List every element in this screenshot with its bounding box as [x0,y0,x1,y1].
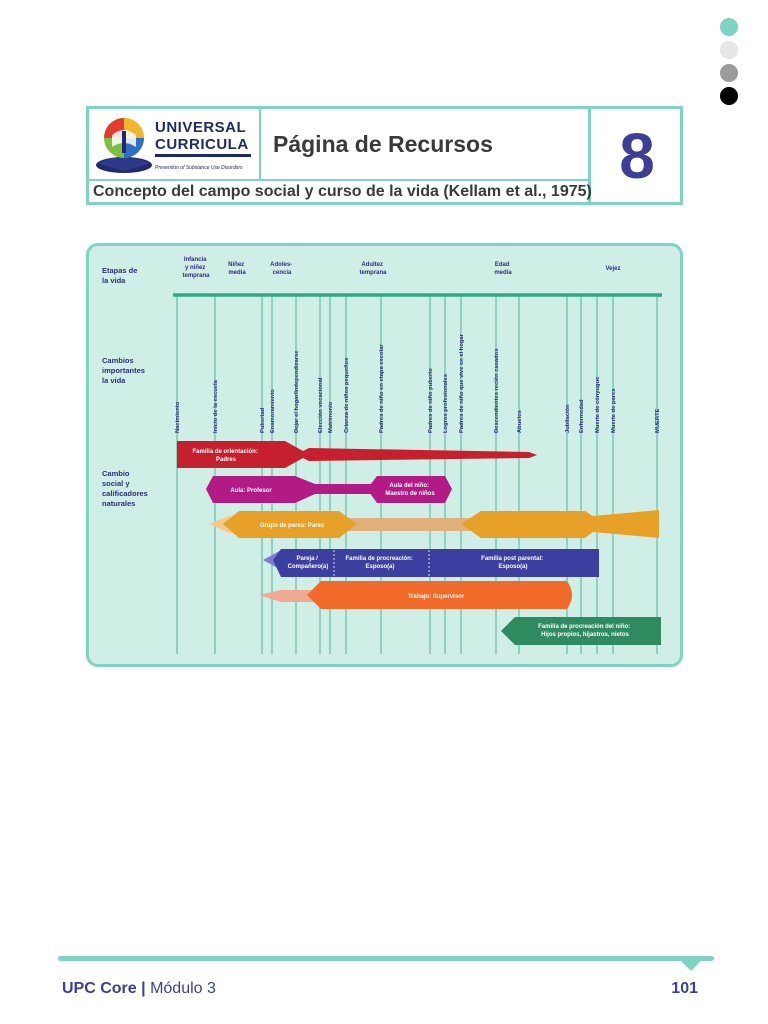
resource-number: 8 [619,120,655,192]
page-number: 101 [671,980,698,997]
page-title: Página de Recursos [273,131,493,157]
nav-dot [720,41,738,59]
logo-wordmark-bottom: CURRICULA [155,136,249,153]
universal-curricula-logo: UNIVERSAL CURRICULA Prevention of Substa… [89,109,261,179]
bar-partner [273,549,599,577]
event-label: Nacimiento [175,401,181,433]
event-label: Inicio de la escuela [213,379,219,433]
stage-label-young-adulthood: Adultez temprana [359,262,387,276]
event-label: Muerte de cónyugue [595,376,601,433]
bar-child-classroom [367,476,452,503]
event-label: Enamoramiento [270,389,276,433]
stage-label-early-childhood: Infancia y niñez temprana [182,257,210,279]
event-label: Abuelos [517,410,523,433]
event-label: Jubilación [565,404,571,433]
event-label: Logros profesionales [443,374,449,433]
footer-pointer [680,960,702,971]
resource-header: UNIVERSAL CURRICULA Prevention of Substa… [86,106,683,205]
life-course-diagram: Etapas de la vida Cambios importantes la… [86,243,683,667]
bar-post-parental-label: Familia post parental: Esposo(a) [481,556,545,570]
bar-classroom-label: Aula: Profesor [230,488,272,494]
event-label: Descendientes recién casados [494,349,500,433]
footer-separator: | [136,980,151,997]
footer-brand: UPC Core [62,980,137,997]
bar-work-label: Trabajo: Supervisor [408,594,465,600]
stage-label-adolescence: Adoles- cencia [270,262,294,276]
event-label: Matrimonio [328,401,334,433]
nav-dot [720,18,738,36]
globe-book-icon [96,118,152,173]
bar-family-origin [177,441,537,468]
event-label: MUERTE [655,408,661,433]
row-label-changes: Cambios importantes la vida [102,356,147,385]
page-subtitle-cell: Concepto del campo social y curso de la … [89,179,592,204]
event-label: Padres de niño que vive en el hogar [459,333,465,433]
event-label: Enfermedad [579,399,585,433]
event-label: Pubertad [260,407,266,433]
bar-child-procreation-label: Familia de procreación del niño: Hijos p… [538,624,632,638]
logo-wordmark-top: UNIVERSAL [155,119,247,136]
bar-partner-label: Pareja / Compañero(a) [288,556,329,570]
page-subtitle: Concepto del campo social y curso de la … [93,183,592,200]
life-course-svg: Etapas de la vida Cambios importantes la… [102,257,662,654]
resource-number-cell: 8 [588,109,683,202]
row-label-social: Cambio social y calificadores naturales [102,469,150,508]
event-label: Dejar el hogar/Independizarse [294,350,300,433]
bar-child-classroom-label: Aula del niño: Maestro de niños [385,483,435,497]
footer-module-name: Módulo 3 [150,980,216,997]
bar-family-origin-label: Familia de orientación: Padres [192,449,259,463]
bar-peer-group-label: Grupo de pares: Pares [260,523,325,529]
logo-rule [155,154,251,157]
page-nav-dots [720,18,738,110]
logo-tagline: Prevention of Substance Use Disorders [155,165,243,171]
event-label: Padres de niño en etapa escolar [379,344,385,433]
bar-work [307,581,572,609]
page-title-cell: Página de Recursos [261,109,588,179]
bar-procreation-label: Familia de procreación: Esposo(a) [345,556,414,570]
stage-label-middle-childhood: Niñez media [228,262,246,276]
nav-dot [720,87,738,105]
bar-classroom [206,476,381,503]
footer-module: UPC Core | Módulo 3 [62,980,216,998]
event-label: Elección vocacional [318,377,324,433]
bar-peer-group-right [461,510,659,538]
bar-peer-group [223,511,357,538]
stage-label-old-age: Vejez [605,266,620,272]
bar-peer-group-mid [329,518,489,531]
nav-dot [720,64,738,82]
event-label: Muerte de pares [611,389,617,433]
event-label: Crianza de niños pequeños [344,358,350,433]
bar-child-procreation [501,617,661,645]
stage-label-middle-age: Edad media [494,262,512,276]
footer-rule [58,956,714,961]
bar-work-tail [259,590,317,602]
event-label: Padres de niño puberto [428,368,434,433]
row-label-stages: Etapas de la vida [102,266,140,285]
